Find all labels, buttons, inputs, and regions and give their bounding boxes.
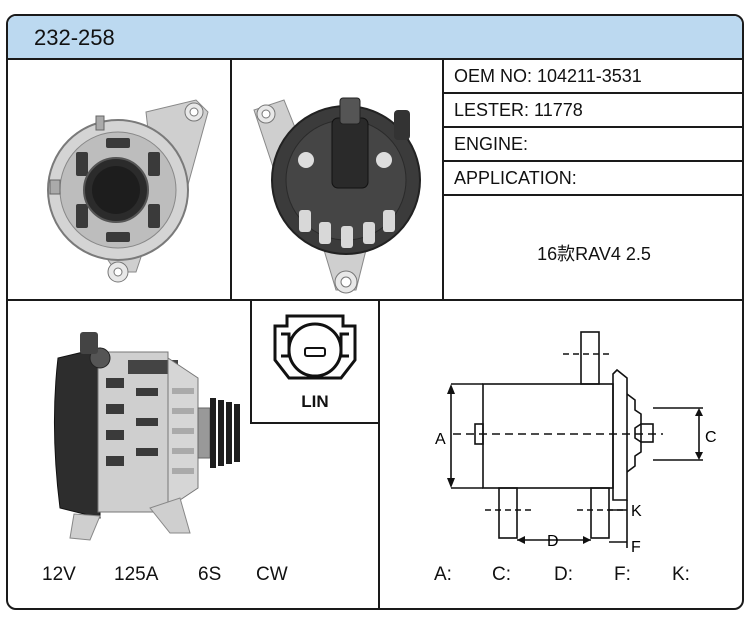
engine-row: ENGINE: xyxy=(444,128,742,162)
label-f: F xyxy=(631,539,641,554)
label-k: K xyxy=(631,503,642,520)
label-a: A xyxy=(435,431,446,448)
lin-label: LIN xyxy=(301,392,329,411)
alternator-rear-photo xyxy=(253,97,421,294)
oem-number: OEM NO: 104211-3531 xyxy=(454,66,642,86)
lin-connector-icon xyxy=(273,314,357,380)
engine-label: ENGINE: xyxy=(454,134,529,154)
spec-amperage: 125A xyxy=(114,564,159,585)
alternator-side-photo xyxy=(53,332,240,541)
spec-sheet: 232-258 xyxy=(6,14,744,610)
lin-connector-cell: LIN xyxy=(250,300,380,424)
divider xyxy=(230,60,232,300)
part-number: 232-258 xyxy=(34,25,115,50)
header-bar: 232-258 xyxy=(8,16,742,60)
dim-a: A: xyxy=(434,564,452,585)
label-c: C xyxy=(705,429,717,446)
spec-voltage: 12V xyxy=(42,564,76,585)
dim-c: C: xyxy=(492,564,511,585)
alternator-front-photo xyxy=(47,99,209,283)
divider xyxy=(250,422,380,424)
dim-d: D: xyxy=(554,564,573,585)
divider xyxy=(250,300,252,424)
spec-pulley-grooves: 6S xyxy=(198,564,222,585)
label-d: D xyxy=(547,533,559,550)
dim-k: K: xyxy=(672,564,690,585)
dim-f: F: xyxy=(614,564,631,585)
application-label: APPLICATION: xyxy=(454,168,577,188)
spec-rotation: CW xyxy=(256,564,288,585)
application-row: APPLICATION: xyxy=(444,162,742,196)
dimension-diagram: A C D F K xyxy=(435,331,717,554)
oem-number-row: OEM NO: 104211-3531 xyxy=(444,60,742,94)
lester-number: LESTER: 11778 xyxy=(454,100,583,120)
divider xyxy=(378,300,380,608)
divider xyxy=(442,60,444,300)
application-value: 16款RAV4 2.5 xyxy=(537,244,651,264)
lester-row: LESTER: 11778 xyxy=(444,94,742,128)
divider xyxy=(8,299,742,301)
